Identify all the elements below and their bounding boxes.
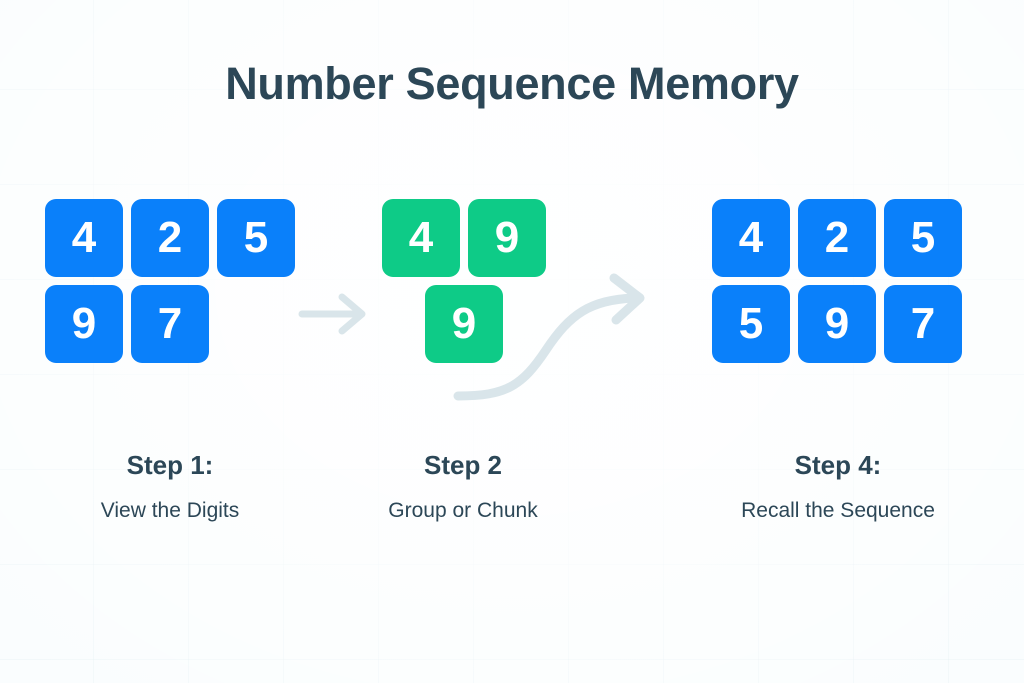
digit-group-2: 4 9 9	[382, 199, 546, 371]
digit-row: 9	[382, 285, 546, 363]
digit-tile: 9	[468, 199, 546, 277]
page-title: Number Sequence Memory	[225, 58, 799, 109]
digit-tile: 5	[884, 199, 962, 277]
digit-row: 4 2 5	[45, 199, 295, 277]
digit-group-1: 4 2 5 9 7	[45, 199, 295, 371]
caption-step-label: Step 1:	[126, 450, 214, 480]
caption-step-label: Step 2	[423, 450, 503, 480]
digit-group-3: 4 2 5 5 9 7	[712, 199, 962, 371]
digit-tile: 2	[798, 199, 876, 277]
digit-tile: 4	[45, 199, 123, 277]
digit-tile: 9	[425, 285, 503, 363]
caption-step-2: Step 2 Group or Chunk	[313, 450, 613, 523]
digit-tile: 7	[884, 285, 962, 363]
caption-step-label: Step 4:	[794, 450, 882, 480]
digit-tile: 2	[131, 199, 209, 277]
digit-tile: 7	[131, 285, 209, 363]
digit-tile: 9	[798, 285, 876, 363]
digit-tile: 5	[217, 199, 295, 277]
caption-description: View the Digits	[100, 499, 240, 522]
digit-row: 4 9	[382, 199, 546, 277]
digit-tile: 4	[712, 199, 790, 277]
caption-step-1: Step 1: View the Digits	[20, 450, 320, 523]
caption-description: Group or Chunk	[388, 499, 538, 522]
caption-description: Recall the Sequence	[741, 499, 935, 522]
digit-row: 4 2 5	[712, 199, 962, 277]
arrow-right-straight-icon	[298, 293, 366, 335]
digit-row: 5 9 7	[712, 285, 962, 363]
digit-tile: 9	[45, 285, 123, 363]
caption-step-3: Step 4: Recall the Sequence	[688, 450, 988, 523]
digit-tile: 4	[382, 199, 460, 277]
arrow-right-curved-icon	[453, 273, 645, 401]
digit-tile: 5	[712, 285, 790, 363]
digit-row: 9 7	[45, 285, 295, 363]
